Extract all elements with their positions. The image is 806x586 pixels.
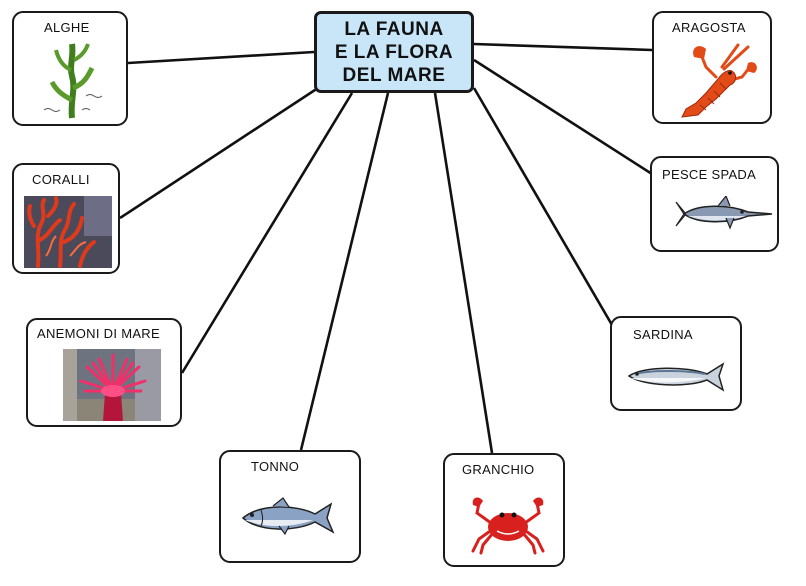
lobster-icon <box>676 43 758 119</box>
node-label-coralli: CORALLI <box>32 172 90 187</box>
node-coralli[interactable]: CORALLI <box>12 163 120 274</box>
node-granchio[interactable]: GRANCHIO <box>443 453 565 567</box>
node-pesce-spada[interactable]: PESCE SPADA <box>650 156 779 252</box>
coral-photo <box>24 196 112 268</box>
node-label-sardina: SARDINA <box>633 327 693 342</box>
node-sardina[interactable]: SARDINA <box>610 316 742 411</box>
link-tonno <box>301 93 388 450</box>
link-alghe <box>128 52 314 63</box>
node-aragosta[interactable]: ARAGOSTA <box>652 11 772 124</box>
link-pesce-spada <box>474 60 652 174</box>
node-label-pesce-spada: PESCE SPADA <box>662 167 756 182</box>
crab-icon <box>467 495 549 555</box>
tuna-icon <box>239 496 339 538</box>
node-alghe[interactable]: ALGHE <box>12 11 128 126</box>
node-tonno[interactable]: TONNO <box>219 450 361 563</box>
node-label-alghe: ALGHE <box>44 20 90 35</box>
central-topic[interactable]: LA FAUNA E LA FLORA DEL MARE <box>314 11 474 93</box>
node-label-granchio: GRANCHIO <box>462 462 534 477</box>
node-label-tonno: TONNO <box>251 459 299 474</box>
swordfish-icon <box>674 196 774 232</box>
link-aragosta <box>474 44 652 50</box>
node-anemoni[interactable]: ANEMONI DI MARE <box>26 318 182 427</box>
link-granchio <box>435 93 492 453</box>
node-label-anemoni: ANEMONI DI MARE <box>37 326 160 341</box>
node-label-aragosta: ARAGOSTA <box>672 20 746 35</box>
sardine-icon <box>627 362 725 394</box>
central-title-line1: LA FAUNA <box>344 18 443 41</box>
link-anemoni <box>182 93 352 373</box>
central-title-line2: E LA FLORA <box>335 41 453 64</box>
anemone-photo <box>63 349 161 421</box>
seaweed-icon <box>42 40 102 120</box>
link-sardina <box>474 88 612 325</box>
central-title-line3: DEL MARE <box>343 64 446 87</box>
